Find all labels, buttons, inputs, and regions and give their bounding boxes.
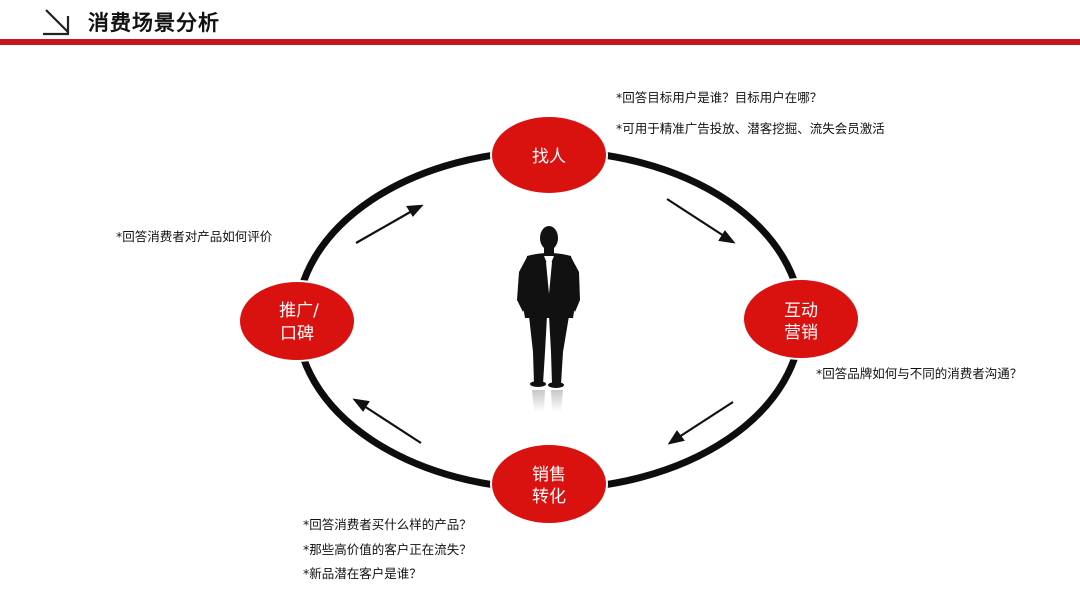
- node-promote-label-1: 推广/: [279, 301, 319, 321]
- cycle-arrows: [352, 198, 736, 445]
- page-title: 消费场景分析: [88, 11, 220, 35]
- node-interact-label-1: 互动: [784, 301, 818, 321]
- node-interact-label-2: 营销: [784, 323, 818, 343]
- node-convert: 销售 转化: [490, 443, 608, 525]
- note-promote-1: *回答消费者对产品如何评价: [116, 229, 273, 244]
- node-convert-label-1: 销售: [532, 465, 566, 485]
- note-find-1: *回答目标用户是谁？目标用户在哪？: [616, 90, 823, 105]
- note-find-2: *可用于精准广告投放、潜客挖掘、流失会员激活: [616, 121, 885, 136]
- page-header: 消费场景分析: [0, 0, 1080, 48]
- note-convert-1: *回答消费者买什么样的产品？: [303, 517, 472, 532]
- node-find: 找人: [490, 115, 608, 195]
- corner-arrow-icon: [43, 9, 70, 36]
- node-interact: 互动 营销: [742, 278, 860, 360]
- note-convert-3: *新品潜在客户是谁？: [303, 566, 422, 581]
- node-convert-label-2: 转化: [532, 487, 566, 507]
- note-interact-1: *回答品牌如何与不同的消费者沟通？: [816, 366, 1023, 381]
- businessman-silhouette-icon: [517, 226, 580, 412]
- arrow-find-to-interact: [666, 198, 736, 244]
- arrow-promote-to-find: [355, 204, 424, 244]
- node-promote-label-2: 口碑: [280, 324, 314, 344]
- cycle-ring: [293, 147, 805, 493]
- arrow-interact-to-convert: [667, 401, 734, 445]
- note-convert-2: *那些高价值的客户正在流失？: [303, 542, 472, 557]
- node-promote: 推广/ 口碑: [238, 280, 356, 362]
- node-find-label: 找人: [532, 147, 566, 167]
- arrow-convert-to-promote: [352, 398, 422, 444]
- title-underline-bar: [0, 39, 1080, 45]
